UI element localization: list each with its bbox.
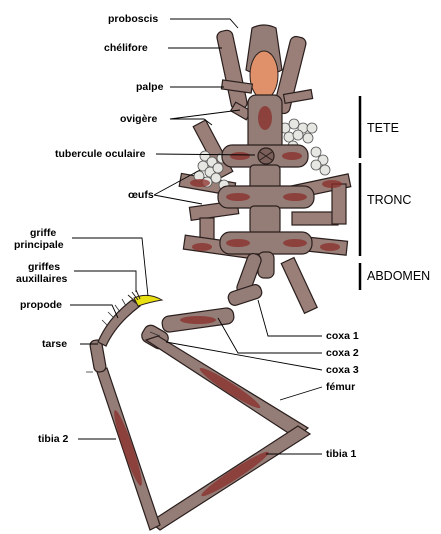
propode xyxy=(98,300,140,346)
label-tubercule: tubercule oculaire xyxy=(55,148,146,160)
leg-right-2 xyxy=(292,212,338,225)
trunk-2 xyxy=(250,206,280,234)
label-griffe-1: griffe xyxy=(30,227,56,239)
leg-right-4 xyxy=(281,258,317,314)
label-chelifore: chélifore xyxy=(104,42,148,54)
group-abdomen: ABDOMEN xyxy=(367,269,430,283)
group-tronc: TRONC xyxy=(367,193,411,207)
detailed-leg xyxy=(86,283,310,530)
label-ovigere: ovigère xyxy=(120,113,158,125)
label-griffes-aux-2: auxillaires xyxy=(16,273,68,285)
label-coxa3: coxa 3 xyxy=(326,364,359,376)
leg-right-2b xyxy=(332,184,346,224)
group-brackets: TETE TRONC ABDOMEN xyxy=(360,96,430,290)
label-coxa1: coxa 1 xyxy=(326,330,359,342)
group-tete: TETE xyxy=(367,121,399,135)
label-tarse: tarse xyxy=(42,338,67,350)
label-tibia2: tibia 2 xyxy=(38,433,69,445)
label-oeufs: œufs xyxy=(128,189,154,201)
label-femur: fémur xyxy=(326,381,355,393)
chelifore-left xyxy=(216,29,248,111)
label-griffe-2: principale xyxy=(14,239,64,251)
label-coxa2: coxa 2 xyxy=(326,347,359,359)
label-griffes-aux-1: griffes xyxy=(28,261,60,273)
label-palpe: palpe xyxy=(136,81,164,93)
label-proboscis: proboscis xyxy=(108,13,158,25)
proboscis-tip xyxy=(250,51,278,99)
abdomen xyxy=(258,252,274,278)
griffe-principale xyxy=(134,295,162,306)
label-tibia1: tibia 1 xyxy=(326,448,357,460)
palpe-left xyxy=(221,80,252,93)
body xyxy=(179,25,351,313)
label-propode: propode xyxy=(20,299,62,311)
